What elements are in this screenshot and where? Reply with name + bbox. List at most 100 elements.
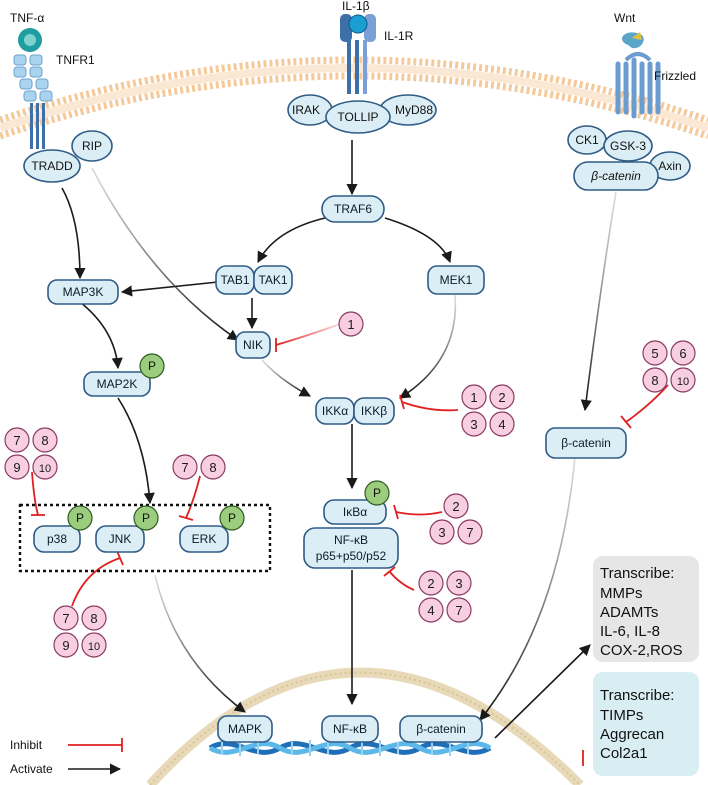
rip-label: RIP xyxy=(82,139,102,153)
inhibit-nik xyxy=(275,323,341,346)
svg-text:8: 8 xyxy=(651,373,658,388)
inhibitor-p38-9: 9 xyxy=(4,454,30,480)
svg-text:10: 10 xyxy=(677,376,689,388)
inhibitor-beta-catenin-6: 6 xyxy=(670,340,696,366)
node-tak1: TAK1 xyxy=(253,265,293,295)
phospho-erk: P xyxy=(219,505,245,531)
inhibitor-ikk-3: 3 xyxy=(461,411,487,437)
beta-catenin-complex xyxy=(573,161,659,191)
svg-text:P: P xyxy=(76,511,84,525)
frizzled-label: Frizzled xyxy=(654,69,696,83)
nuclear-envelope xyxy=(146,667,584,785)
inhibitor-beta-catenin-10: 10 xyxy=(670,367,696,393)
inhibitor-p38-10: 10 xyxy=(32,454,58,480)
ck1-label: CK1 xyxy=(575,133,599,147)
svg-text:NIK: NIK xyxy=(243,338,263,352)
tnfr1-label: TNFR1 xyxy=(56,53,95,67)
arrow-rip-nik xyxy=(91,167,239,341)
transcribe-up-title: Transcribe: xyxy=(600,565,674,582)
svg-text:IKKβ: IKKβ xyxy=(361,404,387,418)
phospho-ikba: P xyxy=(364,480,390,506)
frizzled-receptor-graphic xyxy=(615,32,661,119)
phospho-p38: P xyxy=(67,505,93,531)
svg-text:4: 4 xyxy=(498,417,505,432)
svg-text:7: 7 xyxy=(455,603,462,618)
svg-text:9: 9 xyxy=(13,460,20,475)
myd88-label: MyD88 xyxy=(395,103,433,117)
svg-text:P: P xyxy=(228,511,236,525)
inhibitor-nfkb-2: 2 xyxy=(418,570,444,596)
inhibit-ikba xyxy=(395,511,443,516)
legend-inhibit-label: Inhibit xyxy=(10,738,43,752)
node-nik: NIK xyxy=(235,331,271,359)
inhibit-p38 xyxy=(31,471,39,516)
svg-text:8: 8 xyxy=(209,460,216,475)
node-ikba: IκBα xyxy=(323,499,387,525)
arrow-map3k-map2k xyxy=(79,301,123,370)
phospho-map2k: P xyxy=(139,353,165,379)
inhibit-beta-catenin xyxy=(625,384,669,423)
svg-text:8: 8 xyxy=(41,433,48,448)
svg-text:6: 6 xyxy=(679,346,686,361)
arrow-map2k-mapk-box xyxy=(117,397,155,505)
tollip-label: TOLLIP xyxy=(337,110,378,124)
svg-text:TAB1: TAB1 xyxy=(220,273,249,287)
svg-text:β-catenin: β-catenin xyxy=(561,436,611,450)
svg-text:10: 10 xyxy=(88,641,100,653)
nuclear-nfkb: NF-κB xyxy=(321,715,379,743)
svg-text:3: 3 xyxy=(438,525,445,540)
svg-text:P: P xyxy=(373,486,381,500)
node-tab1: TAB1 xyxy=(215,265,255,295)
svg-text:P: P xyxy=(148,359,156,373)
svg-text:p65+p50/p52: p65+p50/p52 xyxy=(316,549,387,563)
tnf-alpha-label: TNF-α xyxy=(10,11,44,25)
transcribe-up-item-2: ADAMTs xyxy=(600,604,658,621)
node-ikka: IKKα xyxy=(315,397,355,425)
node-mek1: MEK1 xyxy=(427,265,485,295)
svg-text:MAPK: MAPK xyxy=(228,722,262,736)
inhibitor-erk-7: 7 xyxy=(172,454,198,480)
tradd-adapter xyxy=(23,149,81,183)
inhibitor-jnk-7: 7 xyxy=(53,605,79,631)
node-erk: ERK xyxy=(179,525,229,553)
svg-text:9: 9 xyxy=(62,638,69,653)
legend: Inhibit Activate xyxy=(10,738,123,776)
arrow-tradd-map3k xyxy=(61,187,86,280)
inhibit-ikk xyxy=(401,401,459,412)
il1r-adapter-cluster: IRAK MyD88 TOLLIP xyxy=(287,94,437,134)
svg-text:IκBα: IκBα xyxy=(343,505,367,519)
svg-text:7: 7 xyxy=(466,525,473,540)
node-nfkb-complex: NF-κB p65+p50/p52 xyxy=(303,527,399,569)
tradd-label: TRADD xyxy=(31,159,73,173)
node-map2k: MAP2K xyxy=(83,371,151,397)
arrow-tab1-map3k xyxy=(120,281,219,297)
activation-arrows xyxy=(61,140,617,739)
svg-text:MAP3K: MAP3K xyxy=(63,285,104,299)
inhibitor-erk-8: 8 xyxy=(200,454,226,480)
inhibitor-ikk-2: 2 xyxy=(489,384,515,410)
il1r-label: IL-1R xyxy=(384,29,414,43)
wnt-label: Wnt xyxy=(614,11,636,25)
transcribe-down-title: Transcribe: xyxy=(600,687,674,704)
transcribe-down-item-1: TIMPs xyxy=(600,707,643,724)
svg-text:NF-κB: NF-κB xyxy=(333,722,367,736)
svg-text:8: 8 xyxy=(90,611,97,626)
transcribe-down-item-3: Col2a1 xyxy=(600,745,648,762)
inhibitor-jnk-10: 10 xyxy=(81,632,107,658)
wnt-adapter-cluster: CK1 GSK-3 Axin β-catenin xyxy=(567,125,691,191)
nuclear-mapk: MAPK xyxy=(217,715,273,743)
transcribe-up-item-4: COX-2,ROS xyxy=(600,642,683,659)
tnfr1-receptor-graphic xyxy=(13,28,53,149)
nuclear-beta-catenin: β-catenin xyxy=(399,715,483,743)
transcribe-down-item-2: Aggrecan xyxy=(600,726,664,743)
svg-text:3: 3 xyxy=(470,417,477,432)
svg-text:2: 2 xyxy=(498,390,505,405)
arrow-betacat-nucleus xyxy=(479,455,576,721)
inhibitor-nik-1: 1 xyxy=(338,311,364,337)
transcribe-downregulated-box: Transcribe: TIMPs Aggrecan Col2a1 xyxy=(593,672,699,776)
inhibitor-jnk-8: 8 xyxy=(81,605,107,631)
svg-text:MEK1: MEK1 xyxy=(440,273,473,287)
inhibit-erk xyxy=(185,475,201,519)
tollip-adapter xyxy=(325,100,391,134)
